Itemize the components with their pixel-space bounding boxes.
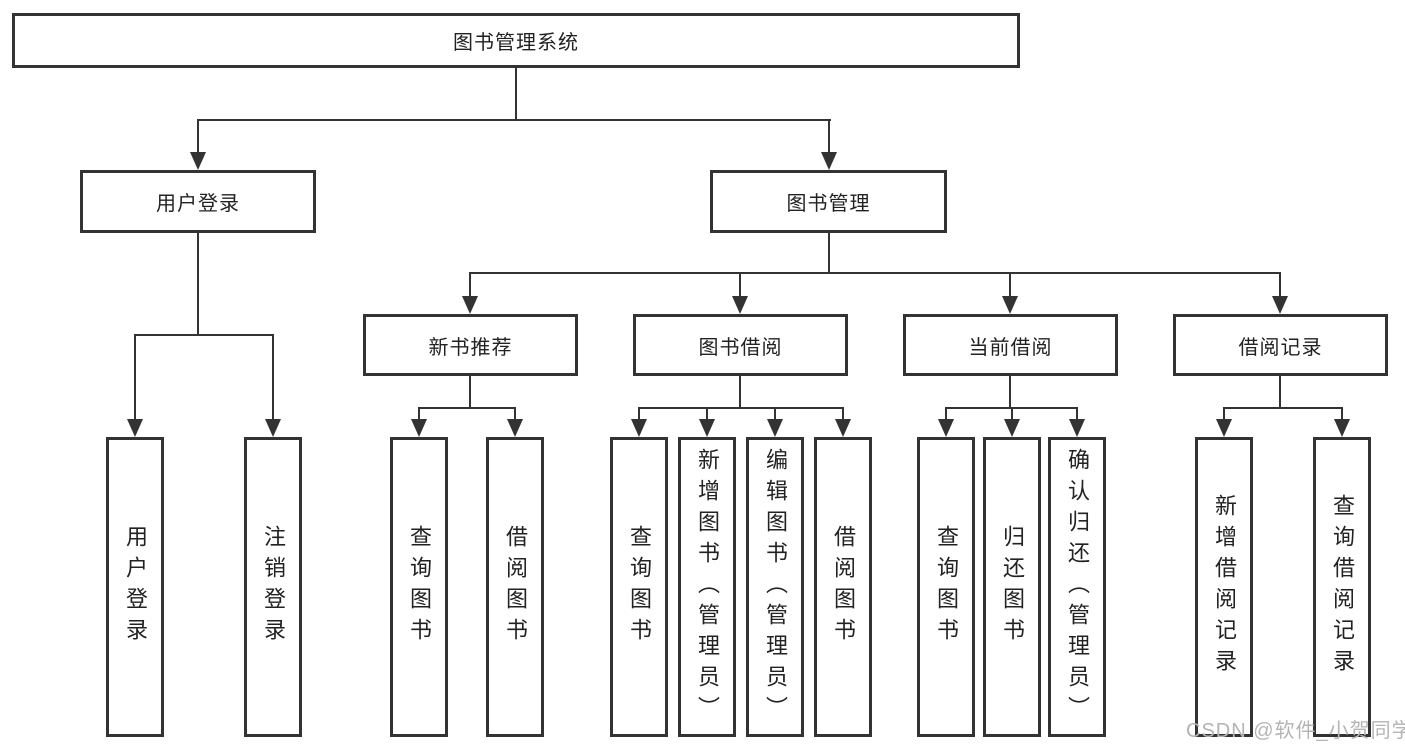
node-borrow-records: 借阅记录 [1173, 314, 1388, 376]
connector-line [1011, 407, 1013, 420]
leaf-current-query-book: 查询图书 [917, 437, 975, 737]
node-user-login: 用户登录 [80, 170, 316, 233]
connector-line [842, 407, 844, 420]
connector-line [514, 407, 516, 420]
arrowhead-down-icon [411, 419, 427, 437]
connector-line [197, 233, 199, 334]
leaf-current-confirm-return-admin: 确认归还（管理员） [1048, 437, 1106, 737]
leaf-borrow-edit-book-admin-label: 编辑图书（管理员） [763, 447, 788, 727]
connector-line [639, 407, 844, 409]
arrowhead-down-icon [462, 296, 478, 314]
connector-line [134, 334, 136, 420]
arrowhead-down-icon [1334, 419, 1350, 437]
connector-line [1223, 407, 1225, 420]
leaf-borrow-query-book-label: 查询图书 [627, 525, 652, 649]
leaf-newbook-query-book: 查询图书 [390, 437, 448, 737]
arrowhead-down-icon [1002, 296, 1018, 314]
arrowhead-down-icon [767, 419, 783, 437]
node-book-management: 图书管理 [710, 170, 947, 233]
leaf-current-query-book-label: 查询图书 [934, 525, 959, 649]
connector-line [419, 407, 516, 409]
connector-line [1076, 407, 1078, 420]
arrowhead-down-icon [1069, 419, 1085, 437]
leaf-user-login: 用户登录 [106, 437, 164, 737]
leaf-borrow-add-book-admin-label: 新增图书（管理员） [695, 447, 720, 727]
leaf-current-return-book: 归还图书 [983, 437, 1041, 737]
connector-line [515, 68, 517, 119]
leaf-borrow-borrow-book: 借阅图书 [814, 437, 872, 737]
connector-line [1279, 272, 1281, 297]
connector-line [739, 272, 741, 297]
connector-line [197, 119, 831, 121]
leaf-user-login-label: 用户登录 [123, 525, 148, 649]
node-root-library-system: 图书管理系统 [12, 13, 1020, 68]
node-new-book-recommend: 新书推荐 [363, 314, 578, 376]
csdn-watermark: CSDN @软件_小贺同学 [1186, 720, 1405, 742]
connector-line [1279, 376, 1281, 407]
leaf-logout-label: 注销登录 [261, 525, 286, 649]
connector-line [272, 334, 274, 420]
connector-line [828, 119, 830, 154]
leaf-current-return-book-label: 归还图书 [1000, 525, 1025, 649]
leaf-newbook-borrow-book: 借阅图书 [486, 437, 544, 737]
leaf-current-confirm-return-admin-label: 确认归还（管理员） [1065, 447, 1090, 727]
arrowhead-down-icon [1004, 419, 1020, 437]
arrowhead-down-icon [699, 419, 715, 437]
connector-line [1224, 407, 1343, 409]
connector-line [134, 334, 274, 336]
connector-line [1009, 272, 1011, 297]
leaf-borrow-query-book: 查询图书 [610, 437, 668, 737]
arrowhead-down-icon [631, 419, 647, 437]
node-book-borrow: 图书借阅 [633, 314, 848, 376]
arrowhead-down-icon [507, 419, 523, 437]
connector-line [638, 407, 640, 420]
connector-line [706, 407, 708, 420]
leaf-logout: 注销登录 [244, 437, 302, 737]
connector-line [469, 376, 471, 407]
connector-line [469, 272, 471, 297]
leaf-records-query-record-label: 查询借阅记录 [1330, 494, 1355, 680]
leaf-newbook-borrow-book-label: 借阅图书 [503, 525, 528, 649]
connector-line [197, 119, 199, 154]
connector-line [945, 407, 947, 420]
leaf-newbook-query-book-label: 查询图书 [407, 525, 432, 649]
arrowhead-down-icon [938, 419, 954, 437]
leaf-records-query-record: 查询借阅记录 [1313, 437, 1371, 737]
connector-line [470, 272, 1281, 274]
arrowhead-down-icon [265, 419, 281, 437]
arrowhead-down-icon [821, 152, 837, 170]
node-current-borrow: 当前借阅 [903, 314, 1118, 376]
leaf-borrow-edit-book-admin: 编辑图书（管理员） [746, 437, 804, 737]
connector-line [1009, 376, 1011, 407]
connector-line [418, 407, 420, 420]
leaf-borrow-borrow-book-label: 借阅图书 [831, 525, 856, 649]
leaf-borrow-add-book-admin: 新增图书（管理员） [678, 437, 736, 737]
leaf-records-add-record: 新增借阅记录 [1195, 437, 1253, 737]
arrowhead-down-icon [1272, 296, 1288, 314]
arrowhead-down-icon [127, 419, 143, 437]
connector-line [828, 233, 830, 272]
arrowhead-down-icon [1216, 419, 1232, 437]
arrowhead-down-icon [732, 296, 748, 314]
arrowhead-down-icon [835, 419, 851, 437]
connector-line [774, 407, 776, 420]
connector-line [1341, 407, 1343, 420]
arrowhead-down-icon [190, 152, 206, 170]
connector-line [739, 376, 741, 407]
leaf-records-add-record-label: 新增借阅记录 [1212, 494, 1237, 680]
